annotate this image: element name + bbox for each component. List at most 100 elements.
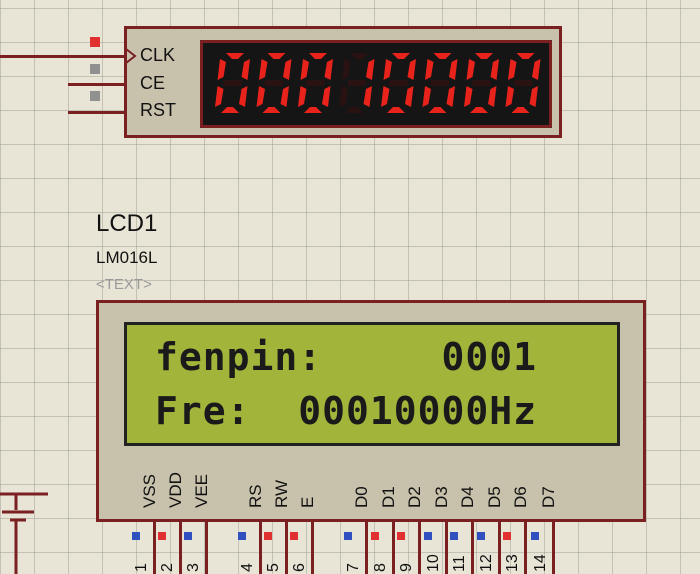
lcd-pin-state[interactable]	[184, 532, 192, 540]
lcd-pin-wire[interactable]	[205, 522, 208, 574]
rst-pin-state[interactable]	[90, 91, 100, 101]
clk-wire	[0, 55, 124, 58]
lcd-pin-number-6: 6	[291, 563, 308, 572]
lcd-pin-state[interactable]	[424, 532, 432, 540]
digit-3-segment-e	[298, 86, 307, 107]
digit-7-segment-f	[466, 59, 475, 80]
lcd-pin-label-vdd: VDD	[166, 472, 185, 508]
lcd-pin-wire[interactable]	[259, 522, 262, 574]
lcd-pin-state[interactable]	[371, 532, 379, 540]
digit-7-segment-b	[490, 59, 499, 80]
lcd-pin-number-14: 14	[532, 554, 549, 572]
digit-8-segment-b	[532, 59, 541, 80]
digit-3-segment-f	[300, 59, 309, 80]
lcd-pin-wire[interactable]	[498, 522, 501, 574]
lcd-pin-number-4: 4	[239, 563, 256, 572]
clock-input-icon	[126, 48, 137, 64]
digit-7-segment-e	[464, 86, 473, 107]
digit-1-segment-d	[221, 107, 239, 113]
lcd-pin-state[interactable]	[132, 532, 140, 540]
lcd-pin-wire[interactable]	[179, 522, 182, 574]
ce-pin-state[interactable]	[90, 64, 100, 74]
lcd-pin-number-9: 9	[398, 563, 415, 572]
digit-6-segment-b	[449, 59, 458, 80]
digit-1-segment-b	[241, 59, 250, 80]
digit-5-segment-b	[407, 59, 416, 80]
digit-8-segment-f	[508, 59, 517, 80]
digit-6-segment-c	[446, 86, 455, 107]
lcd-model: LM016L	[96, 248, 158, 267]
lcd-pin-number-5: 5	[265, 563, 282, 572]
lcd-pin-label-d6: D6	[511, 486, 530, 508]
lcd-pin-wire[interactable]	[311, 522, 314, 574]
digit-1-segment-g	[223, 80, 242, 86]
lcd-pin-wire[interactable]	[418, 522, 421, 574]
lcd-pin-label-vss: VSS	[140, 473, 159, 508]
lcd-pin-wire[interactable]	[471, 522, 474, 574]
lcd-line-2: Fre: 00010000Hz	[155, 389, 538, 433]
lcd-pin-number-12: 12	[478, 554, 495, 572]
lcd-pin-wire[interactable]	[445, 522, 448, 574]
lcd-pin-label-e: E	[298, 496, 317, 508]
digit-5-segment-e	[381, 86, 390, 107]
lcd-pin-wire[interactable]	[392, 522, 395, 574]
digit-7-segment-d	[470, 107, 488, 113]
lcd-pin-number-10: 10	[425, 554, 442, 572]
lcd-pin-number-8: 8	[372, 563, 389, 572]
lcd-pin-label-d1: D1	[379, 486, 398, 508]
lcd-screen: fenpin: 0001 Fre: 00010000Hz	[124, 322, 620, 446]
lcd-pin-state[interactable]	[450, 532, 458, 540]
ce-wire	[68, 83, 124, 86]
lcd-text-placeholder: <TEXT>	[96, 276, 152, 293]
lcd-pin-label-d2: D2	[405, 486, 424, 508]
lcd-pin-number-7: 7	[345, 563, 362, 572]
digit-4-segment-f	[342, 59, 351, 80]
lcd-pin-label-d5: D5	[485, 486, 504, 508]
lcd-pin-number-1: 1	[133, 563, 150, 572]
lcd-pin-state[interactable]	[344, 532, 352, 540]
digit-1-segment-c	[239, 86, 248, 107]
digit-5-segment-a	[392, 53, 410, 59]
lcd-pin-wire[interactable]	[285, 522, 288, 574]
lcd-line-1: fenpin: 0001	[155, 335, 538, 379]
lcd-pin-state[interactable]	[503, 532, 511, 540]
digit-3-segment-d	[304, 107, 322, 113]
lcd-pin-state[interactable]	[158, 532, 166, 540]
digit-4-segment-d	[345, 107, 364, 113]
digit-8-segment-g	[514, 80, 532, 86]
digit-6-segment-a	[433, 53, 452, 59]
lcd-pin-wire[interactable]	[552, 522, 555, 574]
digit-6-segment-f	[425, 59, 434, 80]
lcd-pin-label-d0: D0	[352, 486, 371, 508]
lcd-pin-state[interactable]	[477, 532, 485, 540]
lcd-pin-state[interactable]	[531, 532, 539, 540]
digit-2-segment-f	[259, 59, 268, 80]
clk-pin-state[interactable]	[90, 37, 100, 47]
digit-2-segment-e	[256, 86, 265, 107]
digit-7-segment-a	[475, 53, 493, 59]
lcd-pin-state[interactable]	[238, 532, 246, 540]
digit-4-segment-c	[363, 86, 372, 107]
digit-3-segment-a	[309, 53, 327, 59]
digit-8-segment-d	[511, 107, 530, 113]
digit-2-segment-g	[265, 80, 283, 86]
digit-3-segment-g	[306, 80, 325, 86]
lcd-pin-wire[interactable]	[153, 522, 156, 574]
lcd-pin-number-3: 3	[185, 563, 202, 572]
lcd-pin-number-2: 2	[159, 563, 176, 572]
digit-3-segment-c	[322, 86, 331, 107]
digit-3-segment-b	[324, 59, 333, 80]
lcd-pin-state[interactable]	[290, 532, 298, 540]
lcd-pin-state[interactable]	[264, 532, 272, 540]
lcd-pin-wire[interactable]	[524, 522, 527, 574]
lcd-pin-state[interactable]	[397, 532, 405, 540]
digit-8-segment-c	[529, 86, 538, 107]
lcd-pin-wire[interactable]	[365, 522, 368, 574]
digit-6-segment-g	[431, 80, 449, 86]
seven-segment-display	[200, 40, 552, 128]
digit-4-segment-e	[339, 86, 348, 107]
digit-5-segment-g	[389, 80, 408, 86]
digit-4-segment-a	[350, 53, 369, 59]
rst-label: RST	[140, 100, 176, 120]
digit-5-segment-c	[405, 86, 414, 107]
